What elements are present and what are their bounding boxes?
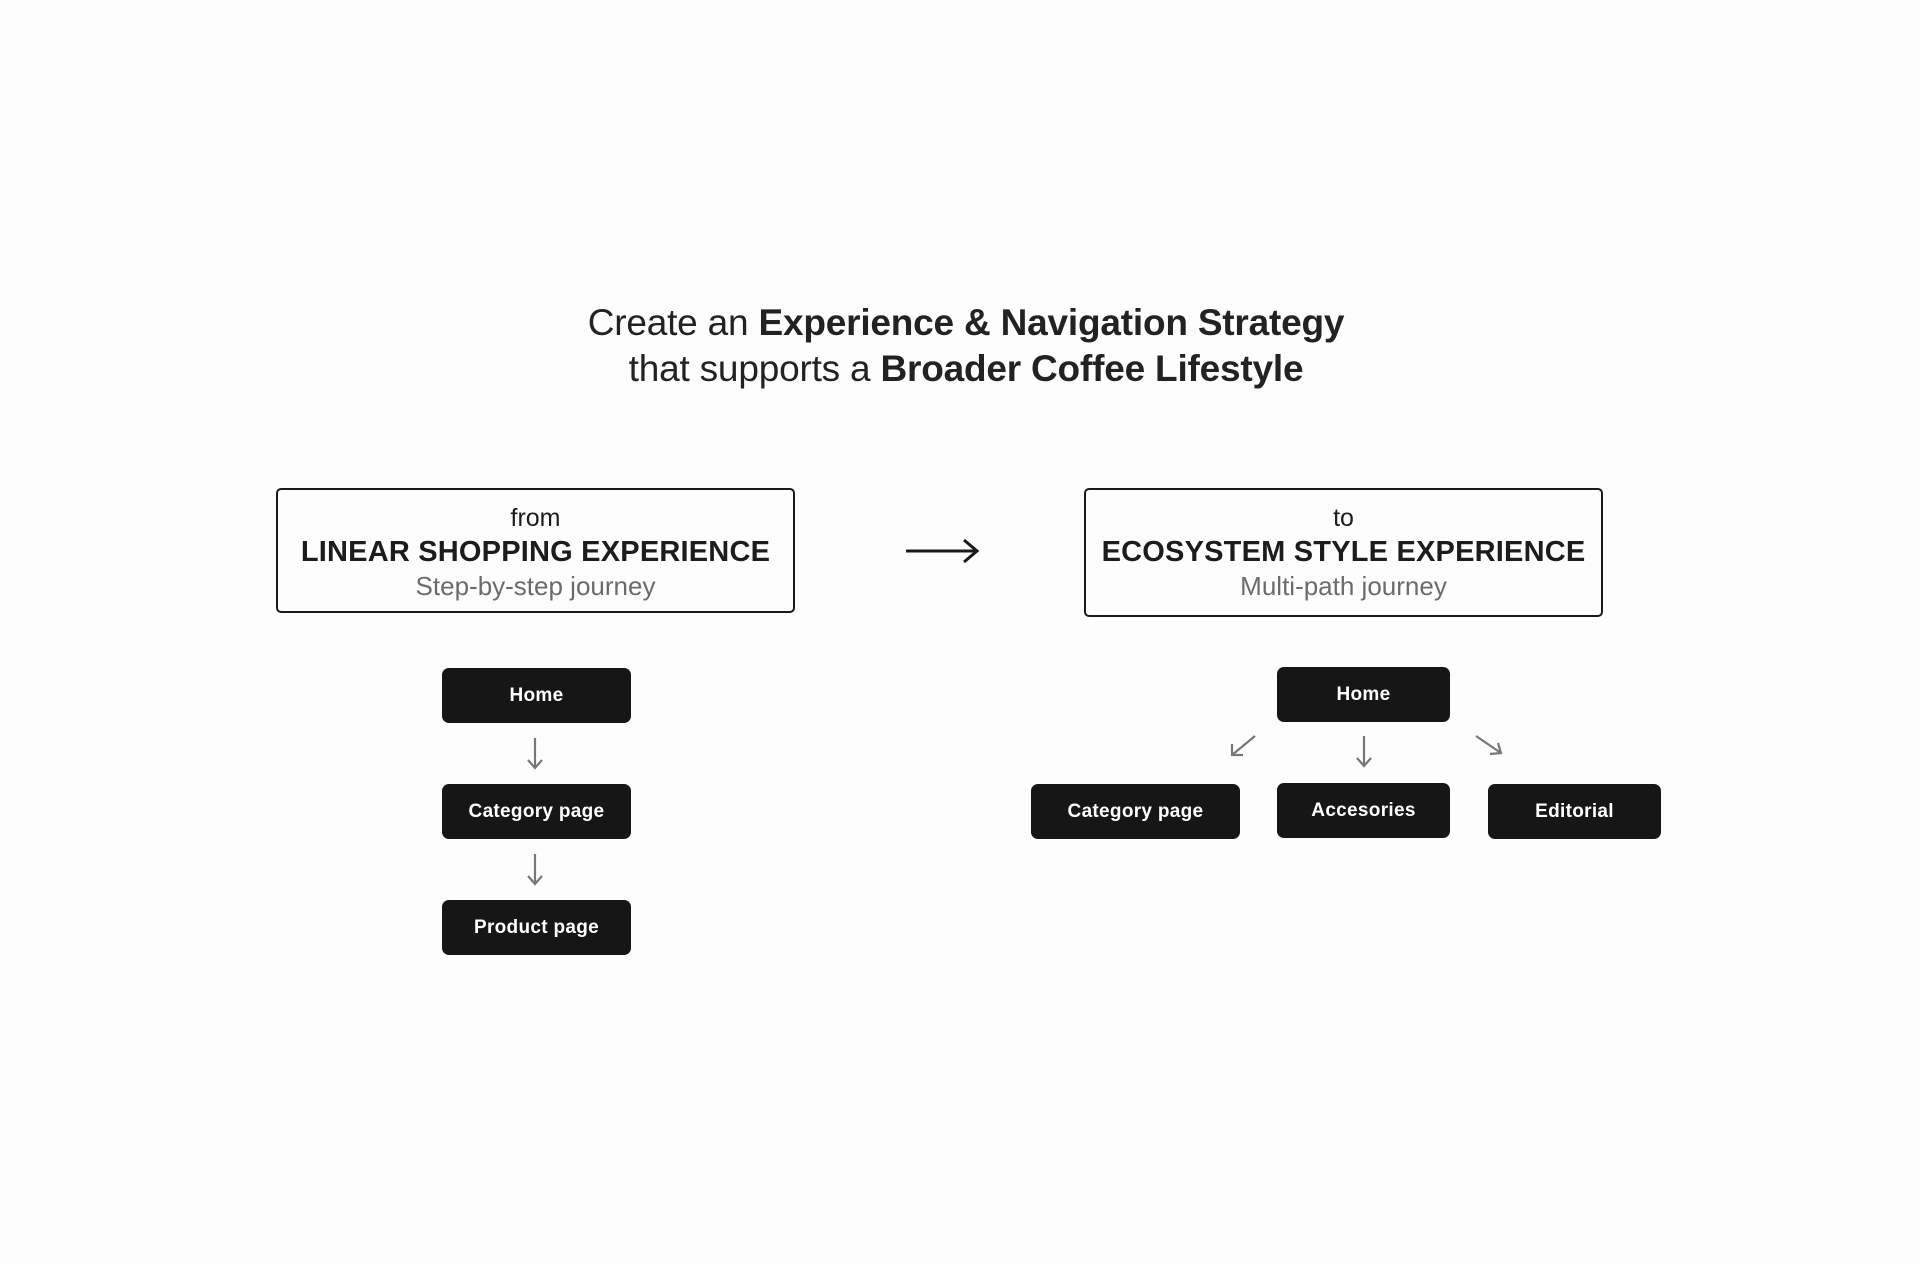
ecosystem-experience-box: to ECOSYSTEM STYLE EXPERIENCE Multi-path…: [1084, 488, 1603, 617]
linear-arrow-down-1-icon: [527, 738, 543, 770]
ecosystem-node-category-page: Category page: [1031, 784, 1240, 839]
ecosystem-arrow-down-right-icon: [1475, 735, 1503, 756]
ecosystem-node-editorial: Editorial: [1488, 784, 1661, 839]
linear-title: LINEAR SHOPPING EXPERIENCE: [300, 536, 771, 568]
ecosystem-arrow-down-left-icon: [1230, 735, 1256, 757]
linear-experience-box: from LINEAR SHOPPING EXPERIENCE Step-by-…: [276, 488, 795, 613]
linear-subtitle: Step-by-step journey: [415, 571, 656, 601]
transition-arrow-icon: [906, 538, 980, 564]
linear-pre-label: from: [510, 504, 561, 532]
ecosystem-subtitle: Multi-path journey: [1240, 571, 1447, 601]
ecosystem-pre-label: to: [1333, 504, 1354, 532]
headline-line-2-bold: Broader Coffee Lifestyle: [880, 348, 1304, 389]
ecosystem-title: ECOSYSTEM STYLE EXPERIENCE: [1101, 536, 1586, 568]
linear-node-home: Home: [442, 668, 631, 723]
linear-arrow-down-2-icon: [527, 854, 543, 886]
ecosystem-node-accesories: Accesories: [1277, 783, 1450, 838]
linear-node-category-page: Category page: [442, 784, 631, 839]
headline-line-1-plain: Create an: [587, 302, 759, 343]
headline-line-2: that supports a Broader Coffee Lifestyle: [0, 346, 1920, 392]
linear-node-product-page: Product page: [442, 900, 631, 955]
headline-line-1: Create an Experience & Navigation Strate…: [0, 300, 1920, 346]
ecosystem-arrow-down-icon: [1356, 736, 1372, 768]
ecosystem-node-home: Home: [1277, 667, 1450, 722]
headline-line-1-bold: Experience & Navigation Strategy: [758, 302, 1345, 343]
headline: Create an Experience & Navigation Strate…: [0, 300, 1920, 392]
headline-line-2-plain: that supports a: [628, 348, 881, 389]
